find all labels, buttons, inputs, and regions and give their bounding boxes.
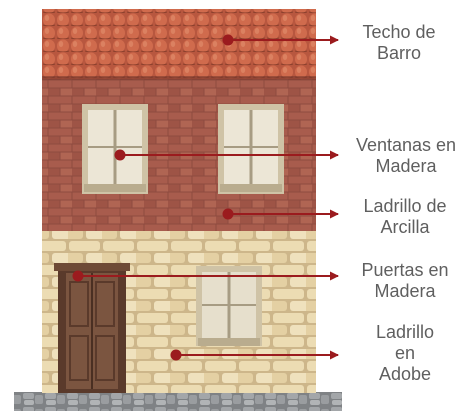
label-clay-brick-line-1: Ladrillo de [363,196,447,216]
label-doors: Puertas en Madera [350,260,460,302]
upper-window-right [218,104,284,194]
pointer-doors [72,270,339,282]
label-windows-line-2: Madera [375,156,437,176]
label-windows: Ventanas en Madera [346,135,466,177]
foundation [14,392,342,411]
label-roof: Techo de Barro [349,22,449,64]
label-roof-line-1: Techo de [362,22,436,42]
label-adobe-line-2: en [394,343,416,363]
roof [42,9,316,79]
label-adobe-line-1: Ladrillo [375,322,435,342]
door [54,263,130,393]
upper-window-left [82,104,148,194]
label-clay-brick: Ladrillo de Arcilla [350,196,460,238]
label-doors-line-2: Madera [374,281,436,301]
label-adobe-line-3: Adobe [378,364,432,384]
roof-edge [42,76,316,80]
label-roof-line-2: Barro [376,43,421,63]
pointer-adobe [170,349,339,361]
label-adobe: Ladrillo en Adobe [355,322,455,385]
pointer-windows [114,149,339,161]
label-clay-brick-line-2: Arcilla [380,217,430,237]
lower-window [196,266,262,346]
pointer-clay-brick [222,208,339,220]
label-doors-line-1: Puertas en [361,260,449,280]
label-windows-line-1: Ventanas en [355,135,457,155]
pointer-roof [222,34,339,46]
